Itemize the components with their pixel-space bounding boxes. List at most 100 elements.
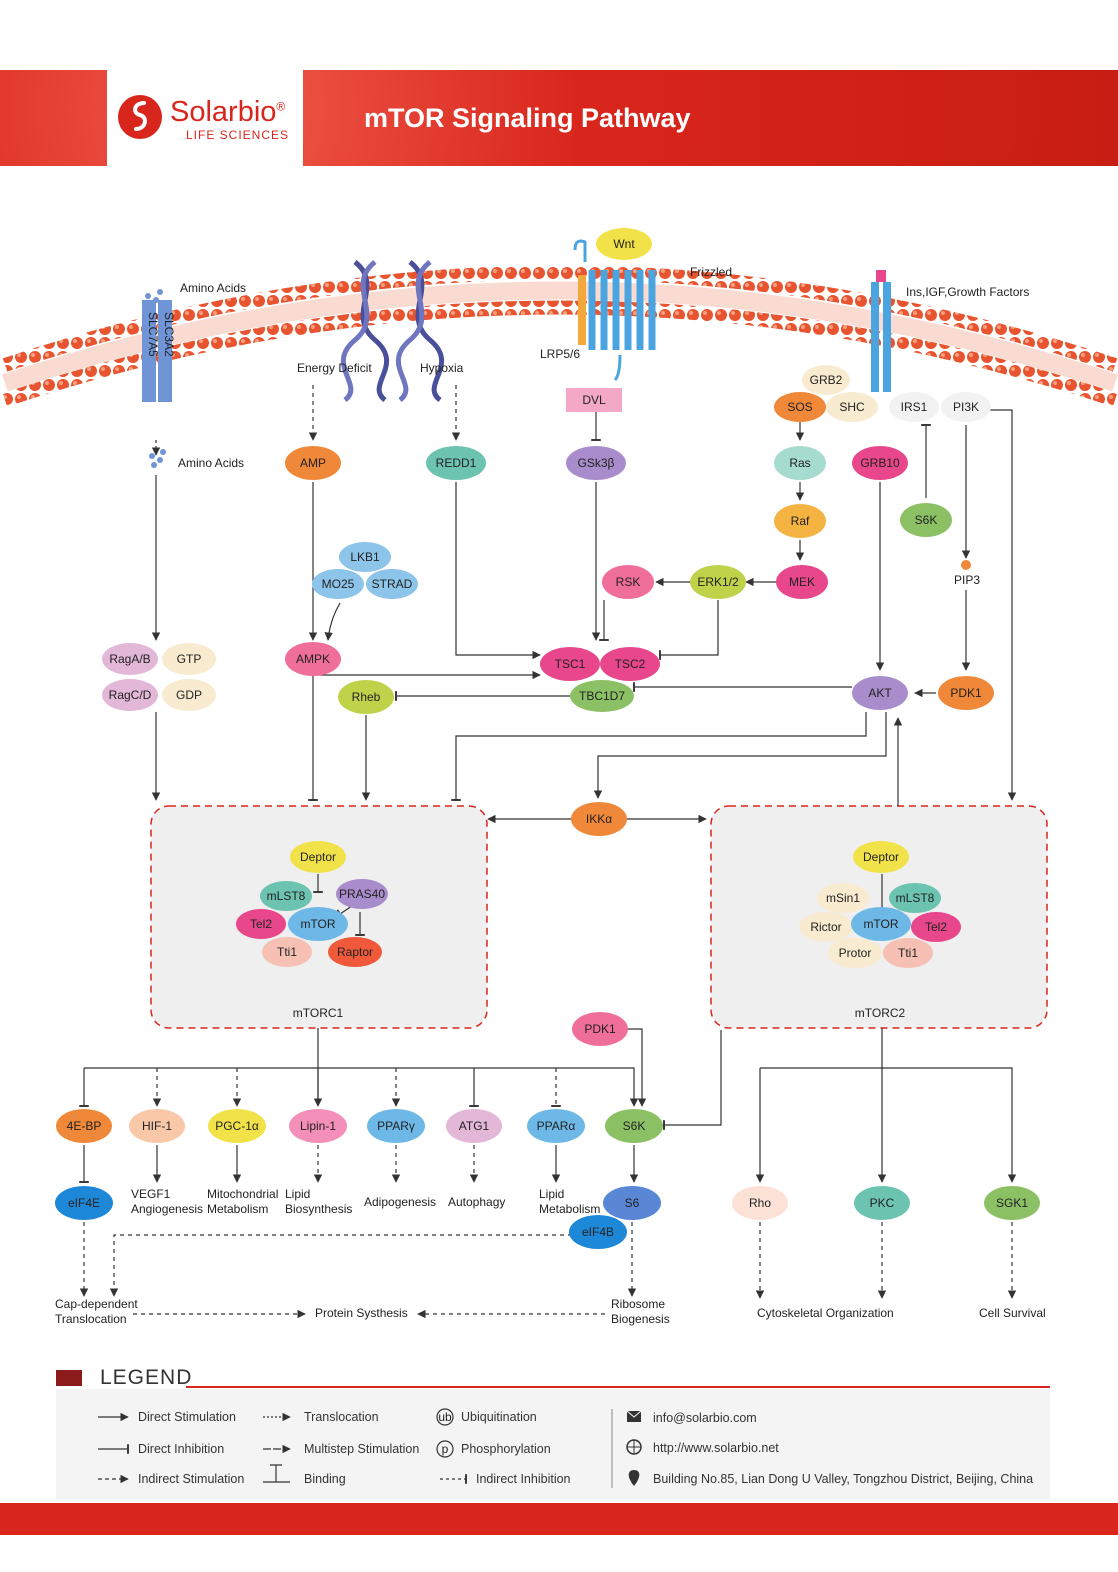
contact-email[interactable]: info@solarbio.com <box>653 1411 757 1425</box>
pip3-label: PIP3 <box>954 573 980 587</box>
outcome-metabolism: Metabolism <box>207 1202 268 1216</box>
outcome-vegf: VEGF1 <box>131 1187 171 1201</box>
node-ikka: IKKα <box>571 802 627 836</box>
svg-text:Ras: Ras <box>789 456 810 470</box>
slc-transporter: SLC7A5 SLC3A2 <box>142 300 176 402</box>
node-ampk: AMPK <box>285 642 341 676</box>
svg-text:SGK1: SGK1 <box>996 1196 1028 1210</box>
c1-pras40: PRAS40 <box>336 879 388 909</box>
svg-text:Rheb: Rheb <box>352 690 381 704</box>
node-hif1: HIF-1 <box>129 1109 185 1143</box>
node-shc: SHC <box>826 392 878 422</box>
svg-text:Rictor: Rictor <box>810 920 841 934</box>
lrp-label: LRP5/6 <box>540 347 580 361</box>
legend-box <box>56 1389 1050 1499</box>
node-pdk1-bottom: PDK1 <box>572 1012 628 1046</box>
svg-text:Tel2: Tel2 <box>925 920 947 934</box>
footer-bar <box>0 1503 1118 1535</box>
svg-text:PPARα: PPARα <box>537 1119 576 1133</box>
outcome-translocation: Translocation <box>55 1312 127 1326</box>
frizzled-label: Frizzled <box>690 265 732 279</box>
brand-name: Solarbio® <box>170 96 286 128</box>
amino-acids-inside-label: Amino Acids <box>178 456 244 470</box>
svg-text:Tti1: Tti1 <box>898 946 918 960</box>
legend-phosphorylation: Phosphorylation <box>461 1442 551 1456</box>
svg-text:PDK1: PDK1 <box>584 1022 616 1036</box>
globe-icon <box>626 1439 642 1455</box>
node-redd1: REDD1 <box>426 446 486 480</box>
outcome-cytoskeletal: Cytoskeletal Organization <box>757 1306 894 1320</box>
node-raf: Raf <box>774 504 826 538</box>
c1-mlst8: mLST8 <box>260 881 312 911</box>
outcome-mitochondrial: Mitochondrial <box>207 1187 278 1201</box>
svg-text:GRB10: GRB10 <box>860 456 900 470</box>
c2-mlst8: mLST8 <box>889 883 941 913</box>
mtorc1-label: mTORC1 <box>293 1006 344 1020</box>
svg-text:STRAD: STRAD <box>372 577 413 591</box>
svg-text:PPARγ: PPARγ <box>377 1119 415 1133</box>
svg-text:SHC: SHC <box>839 400 865 414</box>
node-s6k-top: S6K <box>900 503 952 537</box>
node-pkc: PKC <box>854 1186 910 1220</box>
svg-text:ERK1/2: ERK1/2 <box>697 575 739 589</box>
svg-text:S6: S6 <box>625 1196 640 1210</box>
c2-deptor: Deptor <box>853 841 909 873</box>
node-s6: S6 <box>603 1186 661 1220</box>
node-gtp: GTP <box>162 643 216 675</box>
hypoxia-label: Hypoxia <box>420 361 464 375</box>
svg-text:Tel2: Tel2 <box>250 917 272 931</box>
svg-text:GDP: GDP <box>176 688 202 702</box>
node-pgc: PGC-1α <box>208 1109 266 1143</box>
logo-icon <box>118 95 162 139</box>
brand-subtitle: LIFE SCIENCES <box>186 128 290 142</box>
outcome-adipogenesis: Adipogenesis <box>364 1195 436 1209</box>
c2-msin1: mSin1 <box>817 883 869 913</box>
svg-text:RagA/B: RagA/B <box>109 652 150 666</box>
c2-tel2: Tel2 <box>911 912 961 942</box>
legend-ubiquitination: Ubiquitination <box>461 1410 537 1424</box>
svg-text:GSk3β: GSk3β <box>578 456 615 470</box>
node-rsk: RSK <box>602 565 654 599</box>
c1-deptor: Deptor <box>290 841 346 873</box>
svg-text:Deptor: Deptor <box>863 850 899 864</box>
c2-mtor: mTOR <box>851 907 911 941</box>
c2-rictor: Rictor <box>799 912 853 942</box>
svg-text:S6K: S6K <box>623 1119 646 1133</box>
legend-indirect-stimulation: Indirect Stimulation <box>138 1472 245 1486</box>
svg-text:S6K: S6K <box>915 513 938 527</box>
node-mek: MEK <box>776 565 828 599</box>
svg-text:PI3K: PI3K <box>953 400 979 414</box>
receptor-icon <box>871 270 891 392</box>
slc3a2-label: SLC3A2 <box>162 312 176 357</box>
contact-website[interactable]: http://www.solarbio.net <box>653 1441 779 1455</box>
svg-text:DVL: DVL <box>582 393 606 407</box>
legend-marker <box>56 1370 82 1386</box>
svg-text:mSin1: mSin1 <box>826 891 860 905</box>
outcome-angiogenesis: Angiogenesis <box>131 1202 203 1216</box>
legend-indirect-inhibition: Indirect Inhibition <box>476 1472 571 1486</box>
c1-tti1: Tti1 <box>262 937 312 967</box>
svg-text:AKT: AKT <box>868 686 892 700</box>
svg-text:AMP: AMP <box>300 456 326 470</box>
outcome-lipid: Lipid <box>285 1187 310 1201</box>
svg-text:Deptor: Deptor <box>300 850 336 864</box>
node-ragc: RagC/D <box>102 679 158 711</box>
contact-address: Building No.85, Lian Dong U Valley, Tong… <box>653 1472 1034 1486</box>
node-tsc1: TSC1 <box>540 647 600 681</box>
legend-title: LEGEND <box>100 1366 193 1389</box>
node-sgk1: SGK1 <box>984 1186 1040 1220</box>
svg-text:GTP: GTP <box>177 652 202 666</box>
pip3-dot <box>961 560 971 570</box>
node-irs1: IRS1 <box>889 392 939 422</box>
growth-factors-label: Ins,IGF,Growth Factors <box>906 285 1029 299</box>
node-rheb: Rheb <box>338 680 394 714</box>
svg-text:PDK1: PDK1 <box>950 686 982 700</box>
svg-text:Wnt: Wnt <box>613 237 635 251</box>
c1-mtor: mTOR <box>288 907 348 941</box>
legend-multistep-stimulation: Multistep Stimulation <box>304 1442 420 1456</box>
location-pin-icon <box>628 1470 640 1486</box>
node-4ebp: 4E-BP <box>56 1109 112 1143</box>
node-pparg: PPARγ <box>367 1109 425 1143</box>
legend-symbols <box>98 1408 613 1488</box>
